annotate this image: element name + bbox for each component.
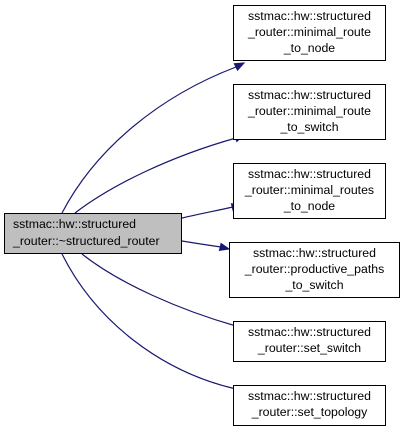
call-edge [61,66,237,214]
callee-node-label-line-2: _router::set_switch [257,341,361,355]
callee-node-label-line-1: sstmac::hw::structured [248,167,371,181]
callee-node-label-line-1: sstmac::hw::structured [248,325,371,339]
callee-node-minimal-routes-to-node[interactable]: sstmac::hw::structured _router::minimal_… [233,163,386,219]
callee-node-productive-paths-to-switch[interactable]: sstmac::hw::structured _router::producti… [229,242,400,298]
callee-node-label-line-1: sstmac::hw::structured [253,246,376,260]
callee-node-box [233,163,386,219]
callee-node-box [229,242,400,298]
call-edge [181,206,234,219]
root-node-box [4,213,182,254]
callee-node-label-line-2: _router::minimal_route [247,25,371,39]
callee-node-label-line-1: sstmac::hw::structured [248,9,371,23]
callee-node-label-line-2: _router::set_topology [251,405,368,419]
callee-node-box [233,5,386,61]
arrowhead-icon [218,242,231,252]
graph-nodes: sstmac::hw::structured _router::~structu… [4,5,400,426]
call-edge [81,253,237,327]
callee-node-minimal-route-to-switch[interactable]: sstmac::hw::structured _router::minimal_… [233,84,386,140]
root-node[interactable]: sstmac::hw::structured _router::~structu… [4,213,182,254]
call-edge [61,253,237,390]
arrowhead-icon [233,62,246,72]
callee-node-minimal-route-to-node[interactable]: sstmac::hw::structured _router::minimal_… [233,5,386,61]
callee-node-label-line-3: _to_node [283,199,335,213]
callee-node-label-line-2: _router::minimal_route [247,104,371,118]
call-edge [74,137,237,214]
callee-node-set-switch[interactable]: sstmac::hw::structured _router::set_swit… [233,321,386,362]
callee-node-box [233,84,386,140]
callee-node-label-line-3: _to_switch [279,120,338,134]
callee-node-label-line-2: _router::minimal_routes [244,183,374,197]
callee-node-box [233,385,386,426]
callee-node-label-line-2: _router::productive_paths [244,262,384,276]
callee-node-label-line-3: _to_switch [284,278,343,292]
callee-node-set-topology[interactable]: sstmac::hw::structured _router::set_topo… [233,385,386,426]
callee-node-label-line-1: sstmac::hw::structured [248,88,371,102]
callee-node-label-line-1: sstmac::hw::structured [248,389,371,403]
root-node-label-line-2: _router::~structured_router [12,234,160,248]
callee-node-label-line-3: _to_node [283,41,335,55]
root-node-label-line-1: sstmac::hw::structured [13,217,136,231]
call-edge [181,240,222,248]
callee-node-box [233,321,386,362]
